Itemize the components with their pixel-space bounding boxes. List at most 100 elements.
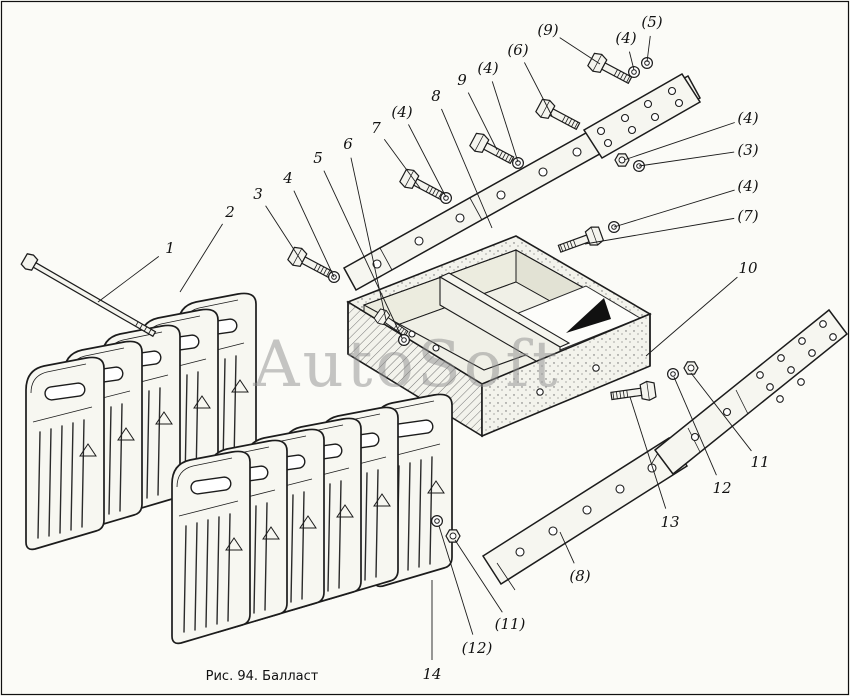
callout-number: (4) xyxy=(737,109,758,127)
ballast-plate xyxy=(25,356,105,551)
callout-leader-line xyxy=(383,139,421,189)
callout-layer: 1234567(4)89(4)(6)(9)(4)(5)(4)(3)(4)(7)1… xyxy=(97,13,770,683)
washer-4a xyxy=(511,157,525,169)
callout-number: (4) xyxy=(615,29,636,47)
callout-3-16: (3) xyxy=(638,141,759,167)
frame-divider-wall xyxy=(438,272,571,376)
callout-11-24: (11) xyxy=(454,539,526,633)
callout-leader-line xyxy=(638,151,735,167)
callout-leader-line xyxy=(293,190,335,278)
mounting-strip-right xyxy=(653,308,849,476)
callout-number: 11 xyxy=(750,453,769,471)
watermark-text: AutoSoft xyxy=(252,328,560,402)
nut-3 xyxy=(614,153,630,167)
callout-number: 4 xyxy=(282,169,293,187)
callout-number: (7) xyxy=(737,207,758,225)
callout-leader-line xyxy=(628,51,635,71)
callout-leader-line xyxy=(265,205,303,263)
bolt-7 xyxy=(398,166,448,206)
bolt-6 xyxy=(534,96,584,136)
callout-number: (4) xyxy=(391,103,412,121)
callout-number: 13 xyxy=(660,513,679,531)
callout-6-11: (6) xyxy=(507,41,553,117)
callout-4-10: (4) xyxy=(477,59,519,163)
callout-number: 8 xyxy=(431,87,441,105)
callout-number: (9) xyxy=(537,21,558,39)
callout-leader-line xyxy=(350,157,387,321)
figure-caption: Рис. 94. Балласт xyxy=(206,669,319,684)
callout-4-7: (4) xyxy=(391,103,447,198)
callout-8-23: (8) xyxy=(559,531,591,585)
callout-leader-line xyxy=(491,81,519,163)
callout-7-6: 7 xyxy=(371,119,421,189)
callout-6-5: 6 xyxy=(343,135,387,321)
callout-number: 6 xyxy=(343,135,353,153)
callout-number: (5) xyxy=(641,13,662,31)
callout-number: 5 xyxy=(313,149,323,167)
long-retaining-bolt xyxy=(20,253,157,338)
callout-12-21: 12 xyxy=(673,376,732,497)
callout-leader-line xyxy=(673,376,717,476)
callout-leader-line xyxy=(623,122,735,161)
bolt-9 xyxy=(468,130,518,170)
callout-13-22: 13 xyxy=(629,396,680,531)
callout-leader-line xyxy=(559,531,575,564)
callout-number: 9 xyxy=(457,71,467,89)
ballast-frame-box xyxy=(346,235,652,438)
washer-4b xyxy=(440,192,452,204)
callout-number: 14 xyxy=(422,665,441,683)
callout-number: (12) xyxy=(462,639,493,657)
callout-leader-line xyxy=(179,223,223,293)
callout-4-17: (4) xyxy=(613,177,759,228)
callout-number: 12 xyxy=(712,479,731,497)
callout-leader-line xyxy=(646,35,651,63)
callout-leader-line xyxy=(454,539,503,613)
callout-number: (3) xyxy=(737,141,758,159)
nut-11b xyxy=(445,529,461,543)
bolt-7b xyxy=(555,224,605,259)
callout-leader-line xyxy=(629,396,667,509)
callout-leader-line xyxy=(323,170,403,339)
callout-1-0: 1 xyxy=(97,239,175,303)
callout-leader-line xyxy=(97,256,160,303)
callout-leader-line xyxy=(613,189,735,228)
bolt-13 xyxy=(609,379,657,406)
washer-12 xyxy=(666,368,680,380)
callout-5-14: (5) xyxy=(641,13,663,63)
callout-4-13: (4) xyxy=(615,29,637,71)
bolt-top-9 xyxy=(586,50,636,90)
callout-number: 7 xyxy=(371,119,381,137)
ballast-plate xyxy=(171,450,251,645)
nut-11 xyxy=(683,361,699,375)
callout-leader-line xyxy=(690,372,752,452)
callout-10-19: 10 xyxy=(645,259,758,357)
callout-leader-line xyxy=(559,37,601,65)
callout-7-18: (7) xyxy=(584,207,759,245)
callout-number: (8) xyxy=(569,567,590,585)
washer-12b xyxy=(431,514,443,528)
callout-9-9: 9 xyxy=(457,71,498,151)
callout-number: (4) xyxy=(477,59,498,77)
callout-number: (6) xyxy=(507,41,528,59)
direction-arrow xyxy=(566,298,611,333)
callout-9-12: (9) xyxy=(537,21,601,65)
callout-3-2: 3 xyxy=(253,185,303,263)
callout-number: 1 xyxy=(165,239,175,257)
callout-11-20: 11 xyxy=(690,372,770,471)
callout-5-4: 5 xyxy=(313,149,403,339)
callout-leader-line xyxy=(441,108,493,229)
callout-leader-line xyxy=(408,124,447,198)
callout-leader-line xyxy=(584,217,735,245)
callout-14-26: 14 xyxy=(422,580,442,683)
callout-12-25: (12) xyxy=(438,525,493,657)
callout-number: (11) xyxy=(495,615,526,633)
callout-number: 2 xyxy=(224,203,235,221)
callout-8-8: 8 xyxy=(431,87,493,229)
callout-leader-line xyxy=(438,525,474,635)
callout-leader-line xyxy=(467,92,498,151)
callout-number: 10 xyxy=(738,259,758,277)
callout-2-1: 2 xyxy=(179,203,235,293)
callout-4-3: 4 xyxy=(282,169,335,278)
